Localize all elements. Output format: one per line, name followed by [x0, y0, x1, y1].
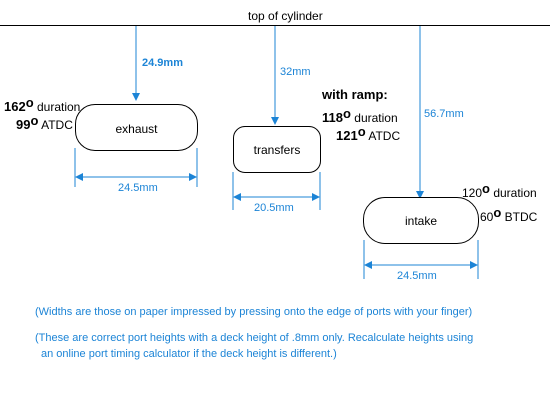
degree-symbol: o [357, 124, 366, 139]
transfers-ramp-heading: with ramp: [322, 87, 388, 102]
intake-width-label: 24.5mm [397, 270, 437, 282]
intake-port-label: intake [404, 214, 438, 228]
exhaust-port: exhaust [75, 104, 198, 151]
transfers-duration-value: 118 [322, 110, 343, 125]
degree-symbol: o [482, 181, 490, 196]
intake-timing: 60o BTDC [480, 206, 537, 223]
heights-note-line1: (These are correct port heights with a d… [35, 332, 474, 344]
exhaust-height-label: 24.9mm [142, 57, 183, 69]
transfers-timing-value: 121 [336, 128, 358, 143]
exhaust-timing-value: 99 [16, 117, 31, 132]
intake-timing-text: BTDC [501, 210, 538, 224]
intake-duration-text: duration [489, 186, 537, 200]
transfers-port: transfers [233, 126, 321, 173]
cylinder-top-label: top of cylinder [248, 9, 323, 23]
exhaust-duration-value: 162 [4, 99, 26, 114]
intake-height-label: 56.7mm [424, 108, 464, 120]
intake-timing-value: 60 [480, 210, 494, 224]
degree-symbol: o [342, 106, 351, 121]
exhaust-width-label: 24.5mm [118, 182, 158, 194]
transfers-timing: 121o ATDC [336, 125, 400, 142]
transfers-height-label: 32mm [280, 66, 311, 78]
transfers-port-label: transfers [253, 143, 301, 157]
intake-port: intake [363, 197, 479, 244]
degree-symbol: o [25, 95, 34, 110]
exhaust-timing-text: ATDC [38, 118, 73, 132]
exhaust-port-label: exhaust [115, 122, 158, 136]
heights-note-line2: an online port timing calculator if the … [41, 348, 337, 360]
transfers-timing-text: ATDC [365, 129, 401, 143]
degree-symbol: o [30, 113, 39, 128]
exhaust-duration: 162o duration [4, 96, 80, 113]
degree-symbol: o [493, 205, 502, 220]
transfers-duration: 118o duration [322, 107, 398, 124]
widths-note: (Widths are those on paper impressed by … [35, 306, 473, 318]
exhaust-timing: 99o ATDC [16, 114, 73, 131]
intake-duration-value: 120 [462, 186, 483, 200]
intake-duration: 120o duration [462, 182, 537, 199]
transfers-width-label: 20.5mm [254, 202, 294, 214]
transfers-duration-text: duration [350, 111, 398, 125]
exhaust-duration-text: duration [33, 100, 81, 114]
